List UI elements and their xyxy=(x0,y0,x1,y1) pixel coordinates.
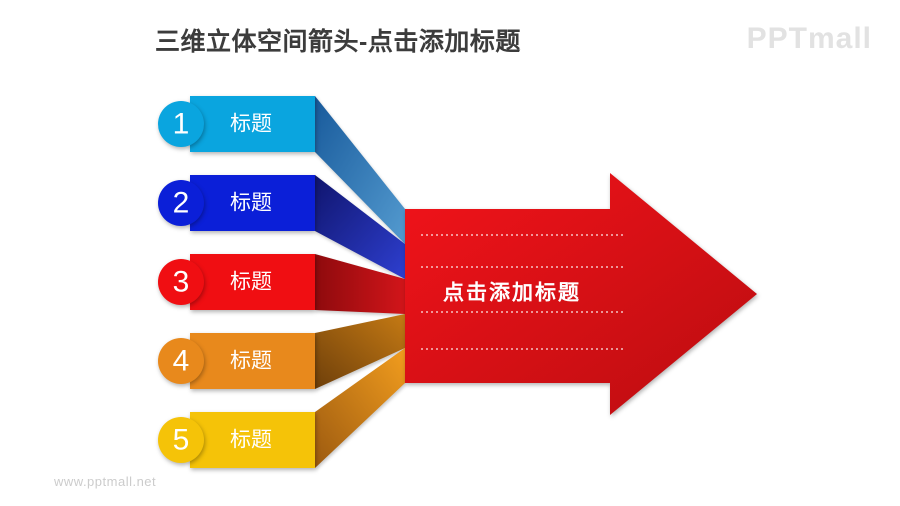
main-arrow-shape[interactable] xyxy=(405,173,757,415)
item-3-number-badge xyxy=(158,259,204,305)
item-4-number-badge xyxy=(158,338,204,384)
item-2-label[interactable]: 标题 xyxy=(230,192,272,215)
watermark-url: www.pptmall.net xyxy=(54,474,157,489)
item-1: 1 标题 xyxy=(158,96,315,152)
item-1-number-badge xyxy=(158,101,204,147)
item-5-number-badge xyxy=(158,417,204,463)
item-1-bar[interactable] xyxy=(190,96,315,152)
ribbon-5 xyxy=(315,348,405,468)
item-3-bar[interactable] xyxy=(190,254,315,310)
item-5-bar[interactable] xyxy=(190,412,315,468)
item-2: 2 标题 xyxy=(158,175,315,231)
ribbon-3 xyxy=(315,254,405,314)
item-5-number: 5 xyxy=(173,424,190,457)
item-4-bar[interactable] xyxy=(190,333,315,389)
ribbon-1 xyxy=(315,96,405,244)
ribbon-4 xyxy=(315,314,405,389)
item-4: 4 标题 xyxy=(158,333,315,389)
item-3-number: 3 xyxy=(173,266,190,299)
item-5-label[interactable]: 标题 xyxy=(230,429,272,452)
ribbon-2 xyxy=(315,175,405,279)
item-2-bar[interactable] xyxy=(190,175,315,231)
item-1-label[interactable]: 标题 xyxy=(230,113,272,136)
item-4-label[interactable]: 标题 xyxy=(230,350,272,373)
item-5: 5 标题 xyxy=(158,412,315,468)
pptmall-logo: PPTmall xyxy=(746,22,872,55)
item-4-number: 4 xyxy=(173,345,190,378)
slide-title: 三维立体空间箭头-点击添加标题 xyxy=(155,28,521,56)
arrow-placeholder-text[interactable]: 点击添加标题 xyxy=(443,281,581,305)
item-2-number: 2 xyxy=(173,187,190,220)
item-1-number: 1 xyxy=(173,108,190,141)
item-2-number-badge xyxy=(158,180,204,226)
item-3: 3 标题 xyxy=(158,254,315,310)
item-3-label[interactable]: 标题 xyxy=(230,271,272,294)
